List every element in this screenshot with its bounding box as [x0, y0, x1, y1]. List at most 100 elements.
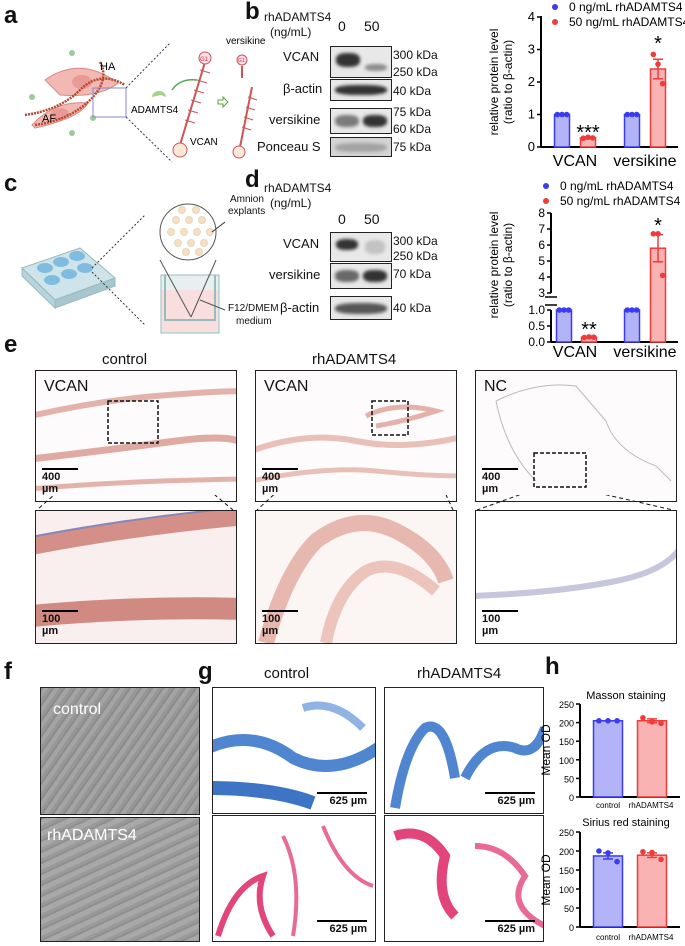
data-point — [633, 307, 640, 313]
y-tick-label: 3 — [528, 42, 535, 57]
e-image-rhadamts4-high: 100 µm — [255, 510, 457, 644]
g-masson-control: 625 µm — [212, 687, 376, 814]
c-explants-label-2: explants — [228, 206, 266, 217]
y-tick-label: 200 — [559, 847, 574, 857]
scale-bar: 100 µm — [262, 610, 298, 637]
x-tick-label: rhADAMTS4 — [629, 933, 674, 942]
y-tick-label: 5 — [538, 254, 545, 268]
data-point — [561, 307, 567, 313]
data-point — [596, 717, 602, 724]
data-point — [565, 307, 572, 313]
x-tick-label: rhADAMTS4 — [629, 801, 674, 810]
data-point — [624, 111, 631, 118]
e-stain-label-2: VCAN — [264, 378, 309, 395]
arrow-icon — [171, 78, 198, 91]
data-point — [590, 334, 597, 341]
y-tick-label: 200 — [559, 719, 574, 729]
y-tick-label: 150 — [559, 737, 574, 747]
y-axis-label: Mean OD — [539, 724, 553, 776]
d-row-vcan: VCAN — [283, 236, 320, 251]
bar — [623, 309, 641, 343]
e-stain-label-3: NC — [484, 378, 508, 395]
legend-marker — [543, 198, 549, 204]
d-blot-vcan — [330, 232, 392, 262]
transwell-insert-icon — [159, 259, 226, 334]
data-point — [659, 272, 666, 279]
adamts4-label: ADAMTS4 — [131, 105, 179, 116]
y-tick-label: 100 — [559, 885, 574, 895]
y-tick-label: 0.5 — [528, 319, 545, 333]
data-point — [655, 231, 661, 237]
e-image-control-high: 100 µm — [35, 510, 237, 644]
g1-label: G1 — [200, 57, 209, 63]
legend-marker — [552, 4, 558, 10]
y-tick-label: 0 — [569, 793, 574, 803]
scale-bar: 100 µm — [482, 610, 518, 637]
vcan-cleavage-illustration: HA AF ADAMTS4 G1 VCAN versikine — [24, 36, 266, 163]
data-point — [633, 111, 640, 118]
panel-label-d: d — [245, 166, 260, 193]
d-blot-actin — [330, 296, 392, 320]
y-axis-label: Mean OD — [539, 854, 553, 906]
panel-label-h: h — [545, 653, 560, 680]
y-tick-label: 100 — [559, 756, 574, 766]
e-title-rhadamts4: rhADAMTS4 — [312, 351, 397, 368]
bar — [592, 719, 624, 798]
b-row-vcan: VCAN — [283, 49, 320, 64]
data-point — [640, 848, 646, 855]
y-tick-label: 0 — [569, 923, 574, 933]
data-point — [563, 111, 570, 118]
data-point — [605, 850, 611, 856]
data-point — [658, 720, 664, 727]
b-marker-75: 75 kDa — [393, 105, 432, 119]
d-blot-versikine — [330, 263, 392, 289]
b-marker-250: 250 kDa — [393, 65, 438, 79]
legend-marker — [552, 19, 558, 25]
data-point — [650, 51, 657, 58]
b-row-actin: β-actin — [283, 81, 323, 96]
data-point — [580, 135, 587, 142]
data-point — [586, 334, 592, 340]
significance-marker: ** — [581, 319, 597, 341]
data-point — [624, 307, 631, 313]
x-tick-label: control — [596, 801, 620, 810]
f-label-rhadamts4: rhADAMTS4 — [47, 827, 137, 844]
cleaved-vcan-icon: G1 — [232, 54, 258, 159]
b-blot-ponceau — [330, 137, 392, 157]
b-marker-75b: 75 kDa — [393, 140, 432, 154]
d-treatment-unit: (ng/mL) — [270, 196, 312, 210]
data-point — [655, 61, 661, 67]
data-point — [589, 135, 596, 141]
zoom-connector-lines — [36, 495, 674, 511]
e-image-rhadamts4-low: VCAN 400 µm — [255, 370, 457, 502]
data-point — [554, 111, 561, 118]
y-tick-label: 250 — [559, 700, 574, 710]
data-point — [596, 848, 602, 854]
scale-bar: 400 µm — [42, 468, 78, 495]
legend-label: 0 ng/mL rhADAMTS4 — [569, 0, 683, 14]
significance-marker: *** — [576, 122, 600, 144]
d-dose-50: 50 — [364, 211, 380, 227]
b-treatment-unit: (ng/mL) — [270, 25, 312, 39]
y-tick-label: 0.0 — [528, 335, 545, 349]
b-marker-40: 40 kDa — [393, 84, 432, 98]
scale-bar: 100 µm — [42, 610, 78, 637]
y-tick-label: 2 — [528, 74, 535, 89]
g-masson-rhadamts4: 625 µm — [384, 687, 544, 814]
well-plate-icon — [21, 247, 116, 310]
y-tick-label: 1.0 — [528, 303, 545, 317]
panel-label-c: c — [4, 170, 18, 197]
zoom-box — [92, 87, 127, 118]
data-point — [659, 80, 666, 87]
d-dose-0: 0 — [338, 211, 346, 227]
panel-label-f: f — [4, 658, 12, 685]
y-tick-label: 4 — [538, 270, 545, 284]
scale-bar: 625 µm — [485, 920, 535, 935]
data-point — [658, 856, 664, 863]
significance-marker: * — [654, 33, 662, 55]
e-stain-label-1: VCAN — [44, 378, 89, 395]
vcan-molecule-icon — [172, 51, 212, 158]
c-medium-label-1: F12/DMEM — [228, 303, 279, 314]
